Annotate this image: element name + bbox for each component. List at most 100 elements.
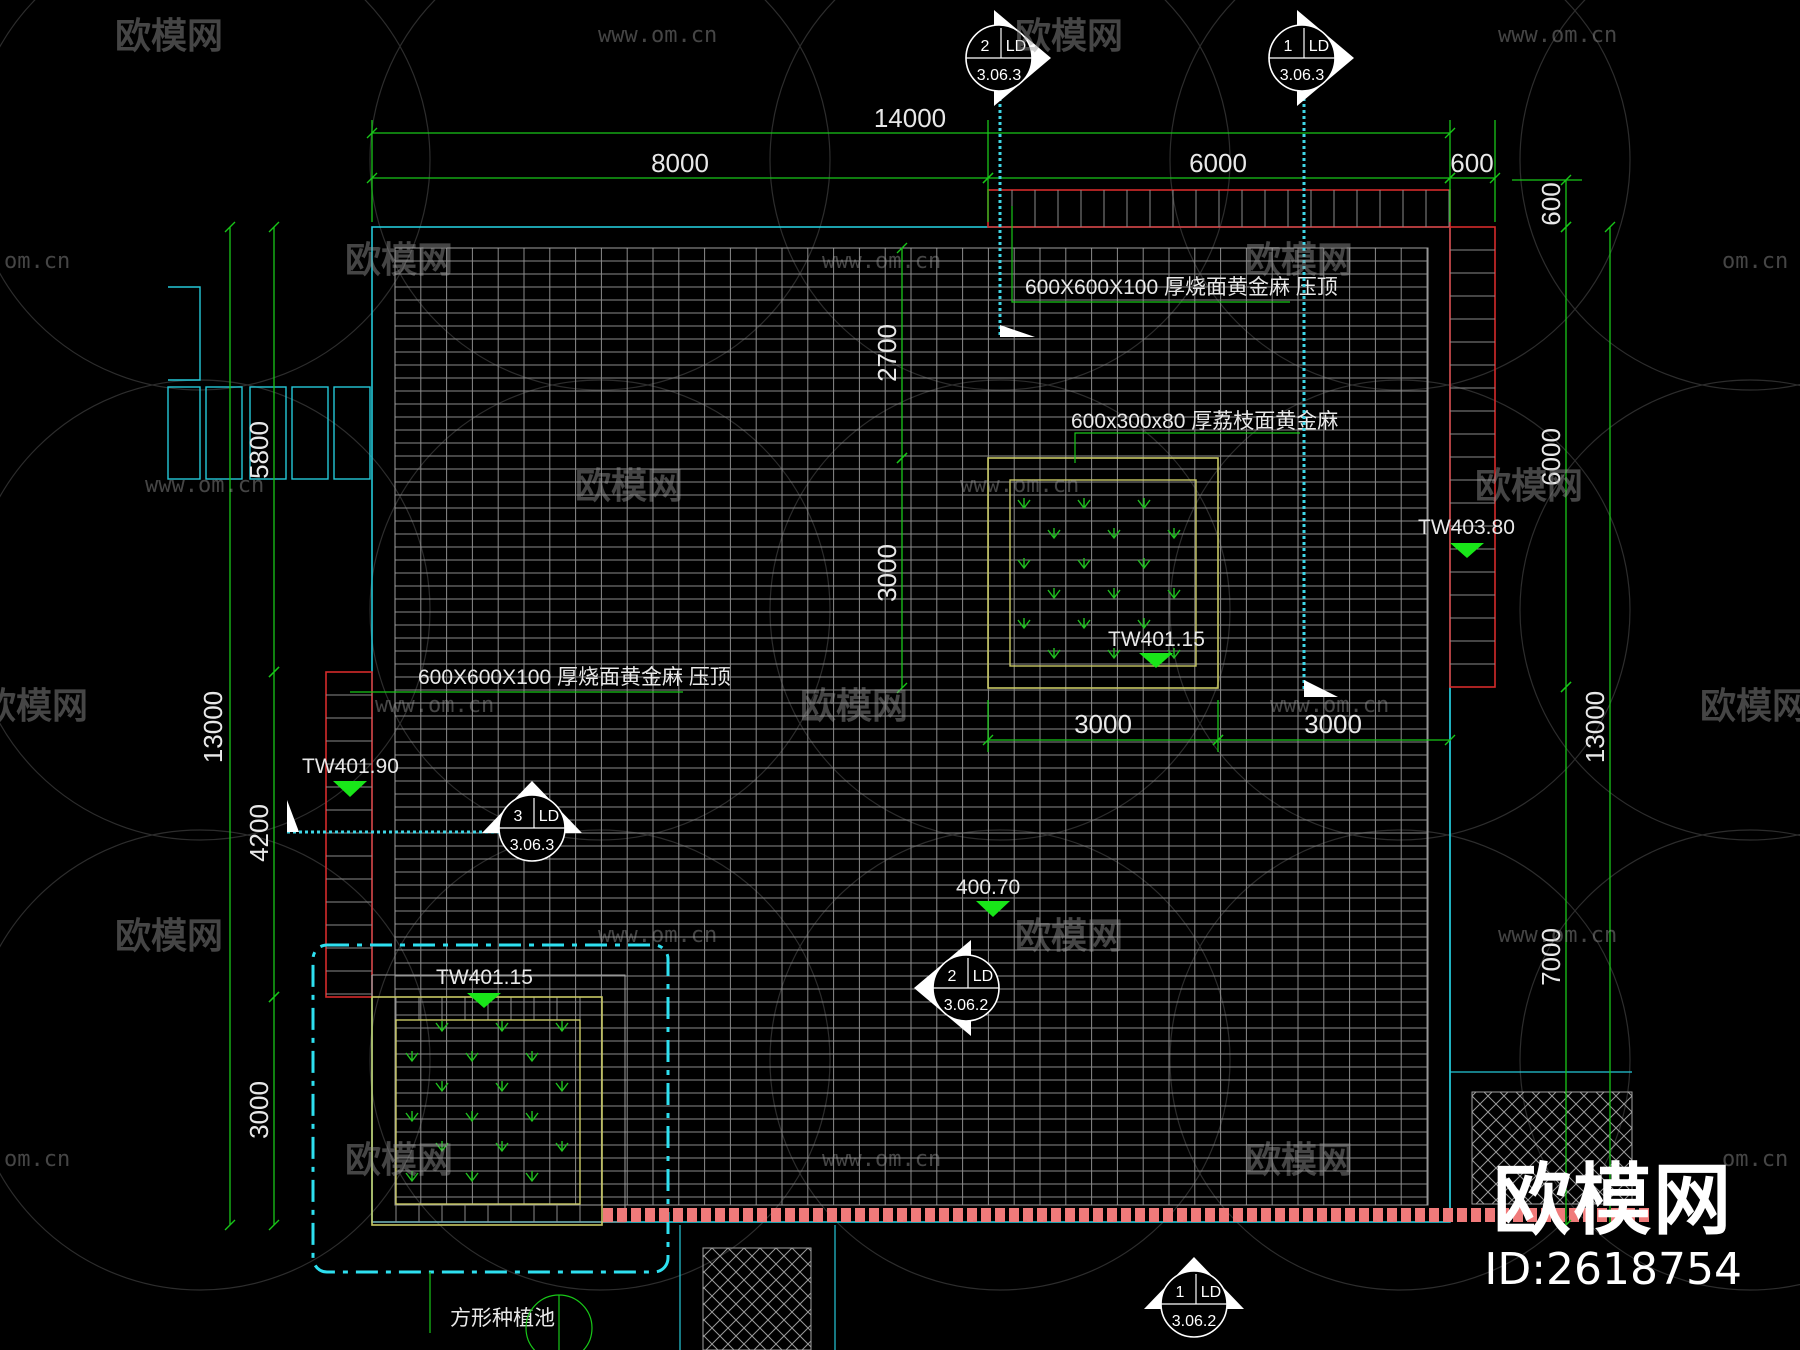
level-marker-floor: 400.70 [956,876,1020,917]
dim-top-mid: 6000 [1189,148,1247,178]
section-marker-ref: LD [1006,38,1026,55]
edge-tile [1527,1208,1537,1222]
dim-tick [896,452,908,464]
section-marker-ref: LD [1309,38,1329,55]
plant-symbol [555,1021,569,1033]
plant-symbol [405,1051,419,1063]
watermark-ring [369,0,831,391]
edge-tile [603,1208,613,1222]
dim-right-13000: 13000 [1580,691,1610,763]
section-marker-num: 3 [514,808,523,825]
edge-tile [1611,1208,1621,1222]
edge-tile [673,1208,683,1222]
edge-tile [645,1208,655,1222]
watermark-brand: 欧模网 [345,1140,453,1181]
watermark-ring [769,829,1231,1291]
edge-tile [1429,1208,1439,1222]
level-marker-tw-right: TW403.80 [1418,516,1515,558]
brand-id: ID:2618754 [1484,1244,1742,1295]
edge-tile [1247,1208,1257,1222]
section-marker-sheet: 3.06.3 [510,837,555,854]
note-left-coping: 600X600X100 厚烧面黄金麻 压顶 [418,666,731,689]
dim-tick [896,242,908,254]
dim-tick [224,221,236,233]
edge-tile [1555,1208,1565,1222]
dim-right-7000: 7000 [1536,928,1566,986]
edge-tile [1009,1208,1019,1222]
watermark-url: www.om.cn [822,249,941,274]
dim-top-right: 600 [1450,148,1493,178]
plant-symbol [1107,588,1121,600]
edge-tile [827,1208,837,1222]
edge-tile [1177,1208,1187,1222]
note-leaders [350,206,1300,693]
level-marker-tw-planter-lower: TW401.15 [436,966,533,1008]
section-marker-sheet: 3.06.2 [1172,1313,1217,1330]
plant-symbol [1077,558,1091,570]
edge-tile [1471,1208,1481,1222]
plant-symbol [1107,528,1121,540]
edge-tile [1485,1208,1495,1222]
edge-tile [841,1208,851,1222]
watermark-brand: 欧模网 [115,16,223,57]
edge-tile [1079,1208,1089,1222]
planter-upper [987,457,1219,689]
edge-tile [1233,1208,1243,1222]
dim-inner-2700: 2700 [872,324,902,382]
watermark-ring [769,379,1231,841]
plant-symbol [1167,588,1181,600]
hatch-block-right [1471,1091,1633,1205]
dim-inner-3000-a: 3000 [1074,709,1132,739]
section-marker-ref: LD [973,968,993,985]
edge-tile [1597,1208,1607,1222]
plant-symbol [1107,648,1121,660]
section-marker-ref: LD [539,808,559,825]
dim-left-3000: 3000 [244,1081,274,1139]
watermark-url: www.om.cn [598,923,717,948]
edge-tile [1639,1208,1649,1222]
watermark-url: www.om.cn [1498,23,1617,48]
edge-tile [1275,1208,1285,1222]
level-marker-tw-left: TW401.90 [302,755,399,797]
dim-left-13000: 13000 [198,691,228,763]
bottom-structures [679,1071,1632,1350]
edge-tile [1401,1208,1411,1222]
hatch-block-bottom [702,1247,812,1350]
dim-tick [224,1219,236,1231]
edge-tile [855,1208,865,1222]
watermark-brand: 欧模网 [575,466,683,507]
plant-symbol [495,1141,509,1153]
plant-symbol [1047,648,1061,660]
edge-tile [813,1208,823,1222]
watermark-ring [1169,379,1631,841]
edge-tile [701,1208,711,1222]
edge-tile [897,1208,907,1222]
dim-tick [1444,734,1456,746]
dim-top-overall: 14000 [874,103,946,133]
edge-tile [1513,1208,1523,1222]
dim-inner-3000-b: 3000 [1304,709,1362,739]
watermark-brand: 欧模网 [1245,240,1353,281]
plant-symbol [465,1111,479,1123]
watermark-url-short: om.cn [4,249,70,274]
plant-symbol [405,1111,419,1123]
watermark-ring [1169,829,1631,1291]
dim-tick [1604,221,1616,233]
plant-symbol [525,1051,539,1063]
brand-watermark: 欧模网 ID:2618754 [1484,1162,1742,1292]
edge-tile [1121,1208,1131,1222]
plant-symbol [435,1021,449,1033]
edge-tile [1345,1208,1355,1222]
edge-tile [1037,1208,1047,1222]
edge-tile [911,1208,921,1222]
watermark-brand: 欧模网 [115,916,223,957]
dim-tick [268,221,280,233]
edge-tile [1387,1208,1397,1222]
level-tw-planter-lower: TW401.15 [436,966,533,989]
watermark-url-short: om.cn [1722,1147,1788,1172]
dimension-lines [224,120,1616,1231]
